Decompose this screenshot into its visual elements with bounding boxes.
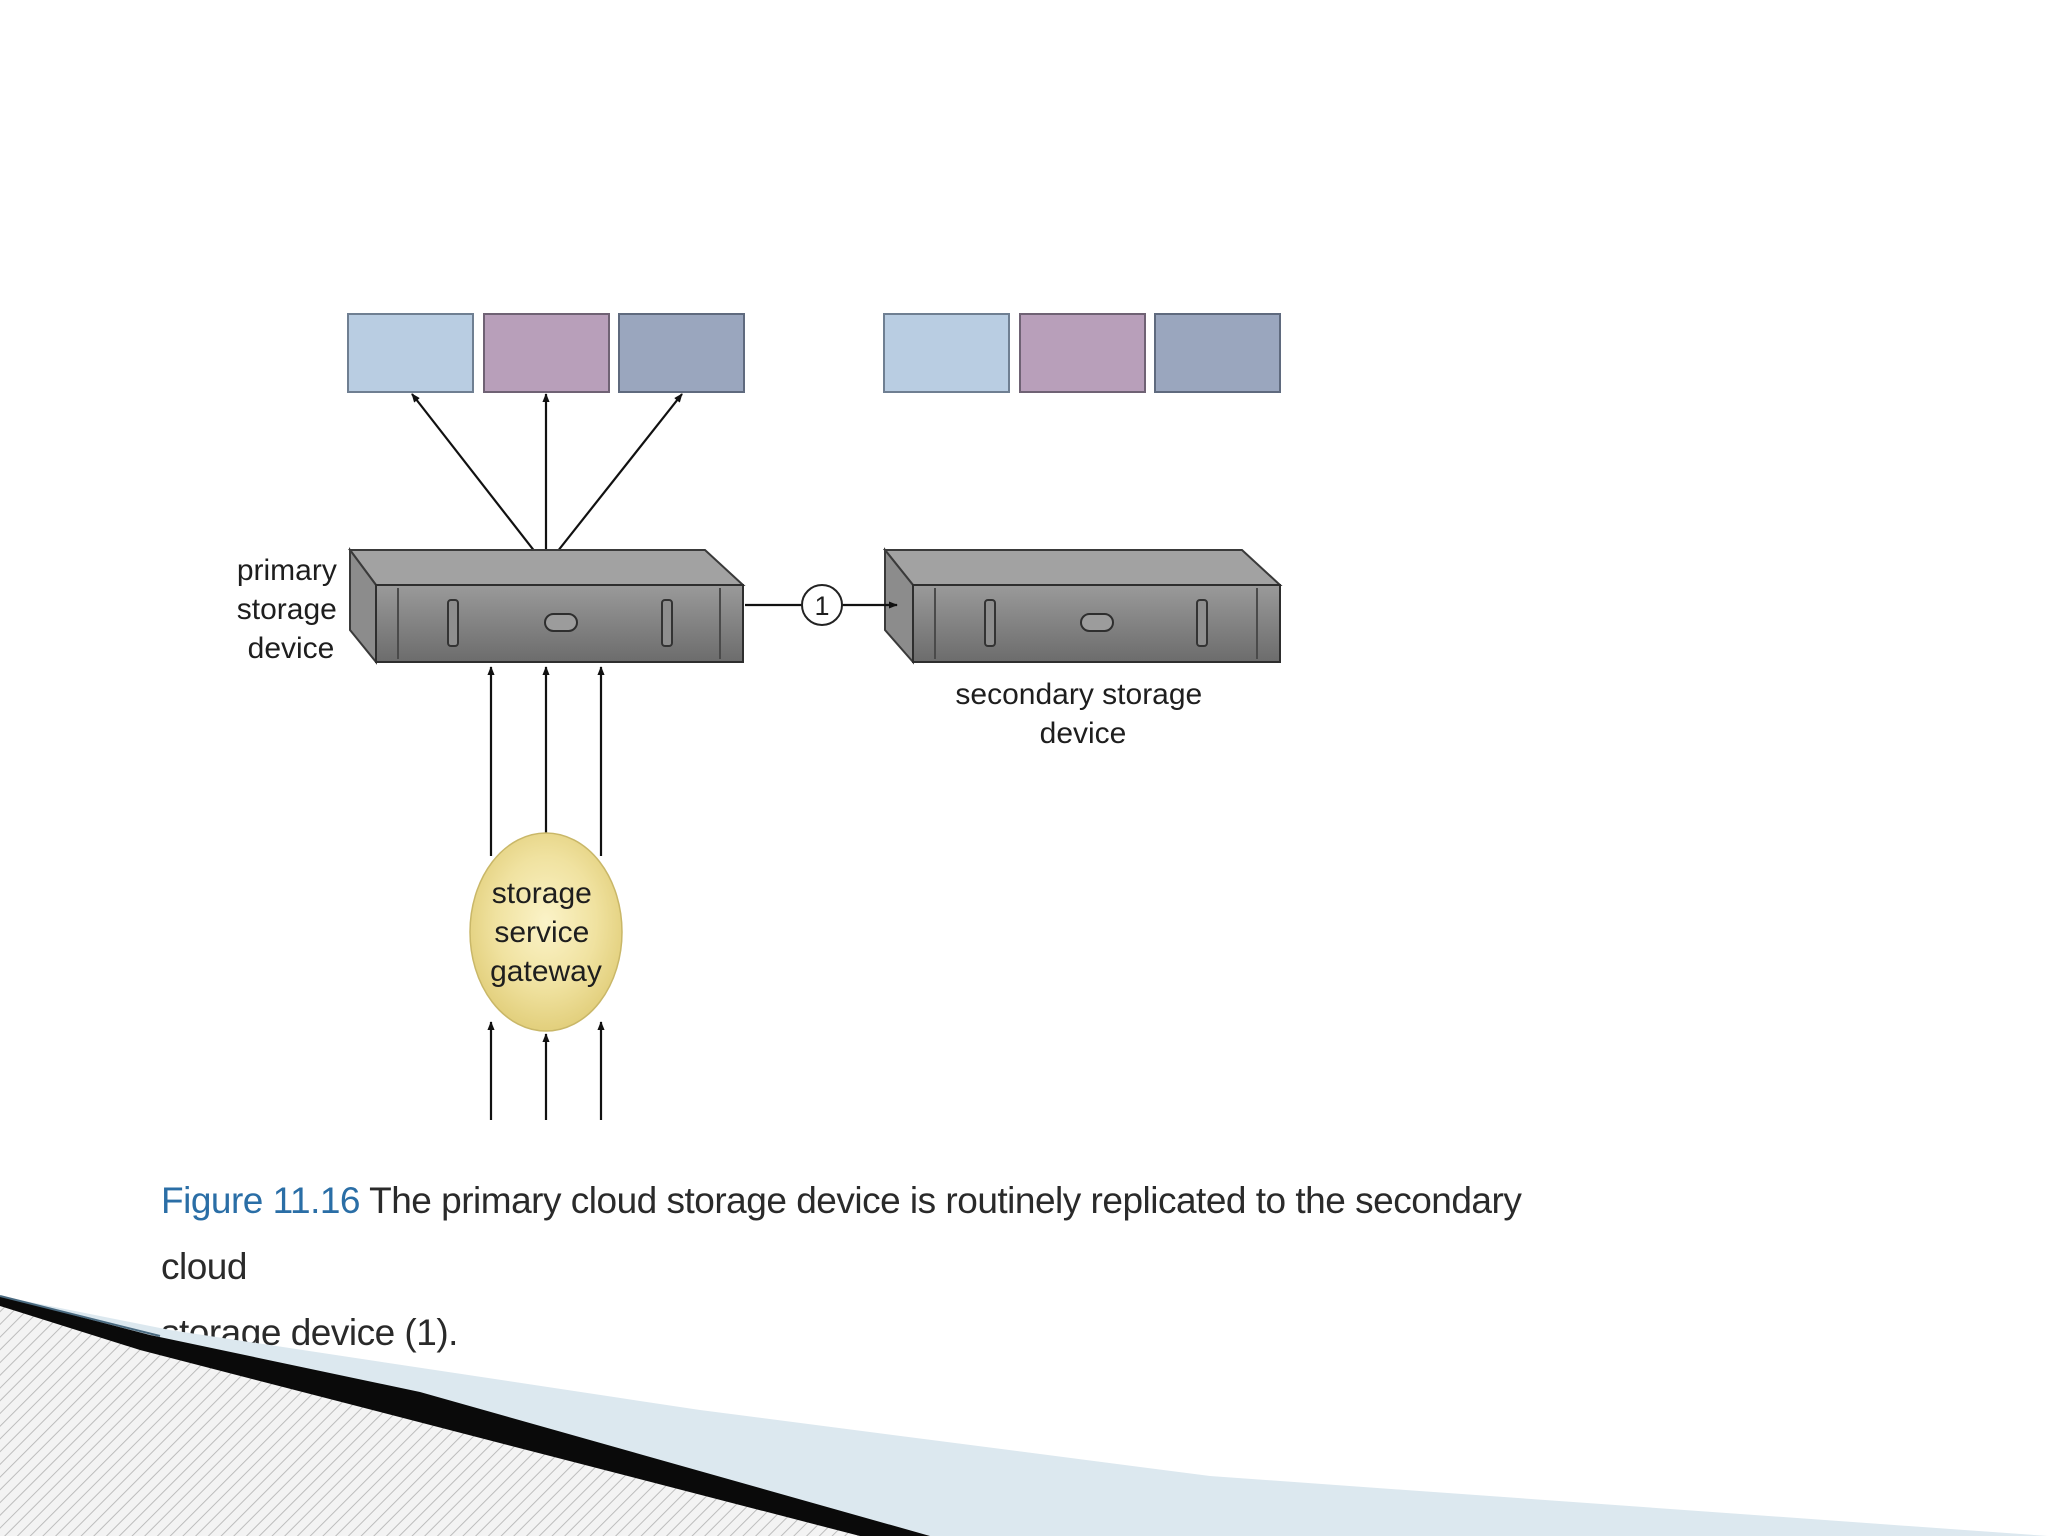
footer-hatched-area — [0, 1296, 1000, 1536]
arrow-to-slate — [545, 393, 683, 567]
secondary-block-mauve — [1019, 313, 1146, 393]
primary-block-blue — [347, 313, 474, 393]
primary-device-handle-left — [447, 599, 459, 647]
footer-dark-swoosh — [0, 1296, 930, 1536]
primary-block-mauve — [483, 313, 610, 393]
secondary-device-label: secondary storage device — [955, 678, 1210, 750]
secondary-device-handle-left — [984, 599, 996, 647]
secondary-storage-device — [882, 547, 1283, 665]
secondary-storage-blocks — [883, 313, 1281, 393]
gateway-ellipse — [469, 832, 623, 1032]
step-marker-label: 1 — [814, 591, 829, 621]
gateway-to-device-arrows — [487, 666, 605, 856]
secondary-device-handle-right — [1196, 599, 1208, 647]
primary-device-indicator — [544, 613, 578, 632]
figure-label: Figure 11.16 — [161, 1180, 361, 1221]
replication-link: 1 — [745, 584, 898, 626]
step-marker — [801, 584, 843, 626]
secondary-block-blue — [883, 313, 1010, 393]
figure-caption: Figure 11.16 The primary cloud storage d… — [161, 1168, 1601, 1366]
incoming-request-arrows — [487, 1021, 605, 1120]
footer-light-band — [0, 1296, 2048, 1536]
primary-storage-blocks — [347, 313, 745, 393]
footer-rule — [0, 1295, 161, 1337]
primary-storage-device — [348, 546, 746, 665]
caption-line-1: The primary cloud storage device is rout… — [161, 1180, 1522, 1287]
primary-block-slate — [618, 313, 745, 393]
access-arrows — [411, 393, 683, 567]
gateway-label: storage service gateway — [490, 877, 602, 988]
secondary-device-indicator — [1080, 613, 1114, 632]
secondary-block-slate — [1154, 313, 1281, 393]
storage-service-gateway: storage service gateway — [469, 832, 623, 1032]
primary-device-label: primary storage device — [237, 554, 345, 665]
primary-device-handle-right — [661, 599, 673, 647]
arrow-to-blue — [411, 393, 547, 567]
